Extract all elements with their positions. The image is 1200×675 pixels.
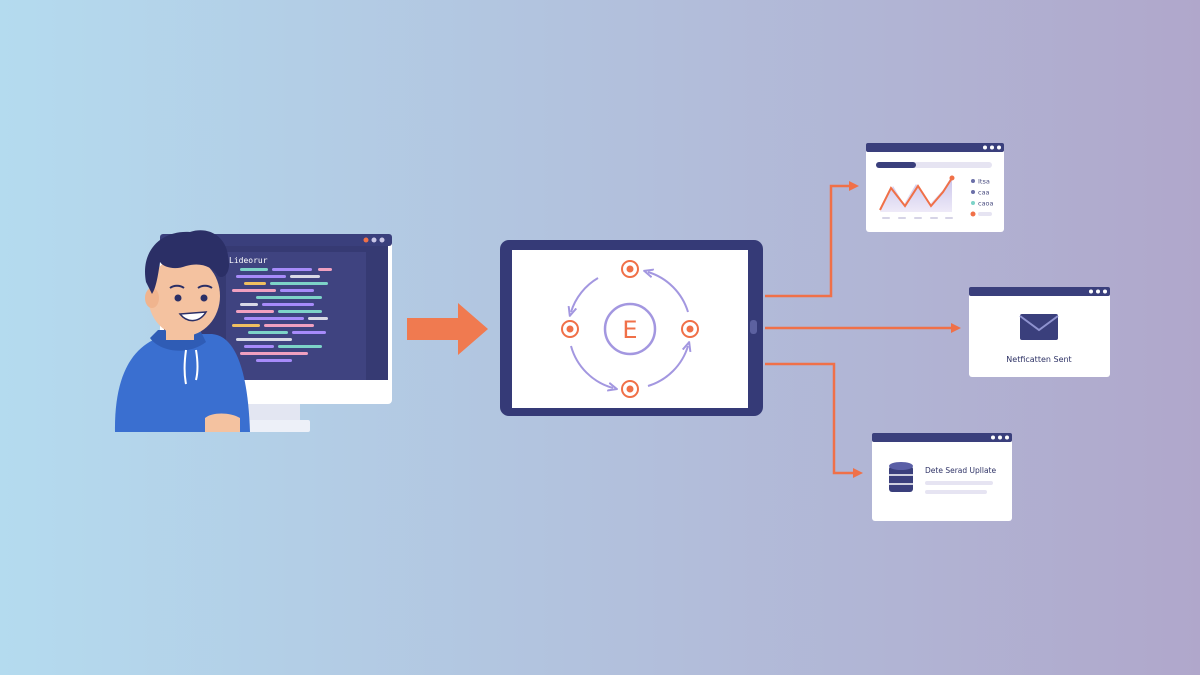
code-panel bbox=[226, 252, 366, 380]
eye bbox=[200, 294, 208, 302]
legend-dot-icon bbox=[971, 201, 975, 205]
developer-workstation: Lideorur bbox=[114, 230, 392, 432]
event-node-right bbox=[681, 320, 699, 338]
event-core bbox=[603, 302, 657, 356]
code-lines bbox=[232, 268, 332, 362]
event-node-top bbox=[621, 260, 639, 278]
database-titlebar bbox=[872, 433, 1012, 442]
notification-card: Netficatten Sent bbox=[969, 287, 1110, 377]
legend-dot-icon bbox=[971, 179, 975, 183]
developer-hand bbox=[205, 413, 240, 432]
connector-database bbox=[765, 362, 863, 478]
event-node-left bbox=[561, 320, 579, 338]
window-dot-icon bbox=[363, 237, 369, 243]
placeholder-line bbox=[925, 481, 993, 485]
event-loop bbox=[571, 272, 688, 388]
connector-dashboard bbox=[765, 181, 859, 298]
output-connectors bbox=[765, 181, 961, 478]
legend-item: caoa bbox=[978, 200, 994, 208]
trend-chart bbox=[879, 175, 955, 219]
editor-title: Lideorur bbox=[229, 256, 268, 265]
database-icon bbox=[889, 462, 913, 492]
dashboard-legend: Itsa caa caoa bbox=[970, 178, 994, 217]
developer-hair bbox=[145, 230, 230, 294]
database-card: Dete Serad Upllate bbox=[872, 433, 1012, 521]
database-caption: Dete Serad Upllate bbox=[925, 466, 996, 475]
window-dot-icon bbox=[379, 237, 385, 243]
dev-to-hub-arrow bbox=[407, 303, 488, 355]
legend-item: Itsa bbox=[978, 178, 990, 186]
ear bbox=[145, 288, 159, 308]
hoodie-body bbox=[114, 334, 250, 432]
dashboard-header-fill bbox=[876, 162, 916, 168]
legend-item: caa bbox=[978, 189, 990, 197]
window-dot-icon bbox=[371, 237, 377, 243]
developer-avatar bbox=[114, 230, 250, 432]
legend-dot-icon bbox=[971, 190, 975, 194]
chart-axis-ticks bbox=[882, 217, 953, 219]
event-node-bottom bbox=[621, 380, 639, 398]
eye bbox=[174, 294, 182, 302]
monitor-stand bbox=[236, 404, 300, 422]
notification-caption: Netficatten Sent bbox=[1006, 355, 1071, 364]
smile bbox=[178, 311, 208, 322]
notification-titlebar bbox=[969, 287, 1110, 296]
event-hub-tablet: E bbox=[500, 240, 763, 416]
database-window bbox=[872, 433, 1012, 521]
dashboard-card: Itsa caa caoa bbox=[866, 143, 1004, 232]
envelope-icon bbox=[1019, 314, 1059, 340]
event-core-label: E bbox=[622, 316, 637, 344]
legend-dot-icon bbox=[970, 211, 976, 217]
dashboard-titlebar bbox=[866, 143, 1004, 152]
tablet-button bbox=[750, 320, 757, 334]
placeholder-line bbox=[925, 490, 987, 494]
